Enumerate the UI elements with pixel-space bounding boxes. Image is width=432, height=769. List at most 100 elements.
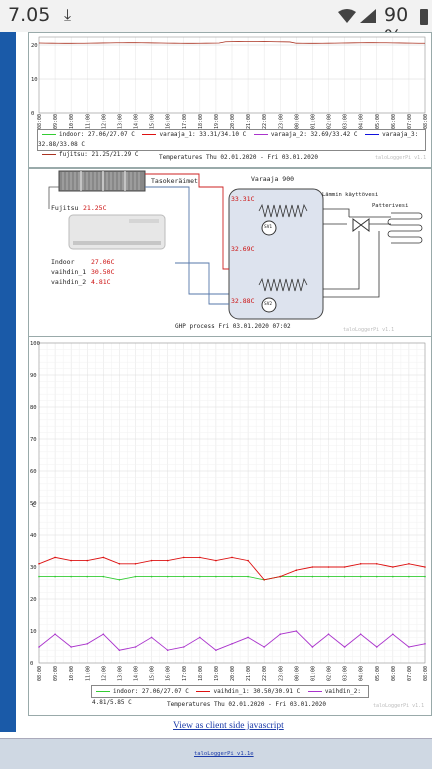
x-tick-label: 23:00 — [278, 114, 284, 129]
x-tick-label: 08:00 — [37, 666, 43, 681]
tank-mid-temp: 32.69C — [231, 245, 255, 253]
x-tick-label: 01:00 — [310, 114, 316, 129]
data-point — [134, 575, 137, 578]
x-tick-label: 21:00 — [246, 666, 252, 681]
data-point — [311, 575, 314, 578]
data-point — [102, 633, 105, 635]
legend-item: vaihdin_2: 4.81/5.85 C — [92, 688, 361, 706]
clock: 7.05 — [8, 4, 51, 26]
data-point — [86, 643, 89, 645]
x-tick-label: 05:00 — [375, 666, 381, 681]
x-tick-label: 21:00 — [246, 114, 252, 129]
x-tick-label: 11:00 — [85, 114, 91, 129]
data-point — [182, 646, 185, 648]
data-point — [54, 633, 56, 635]
data-point — [263, 579, 265, 581]
x-tick-label: 16:00 — [166, 114, 172, 129]
vaihdin2-label: vaihdin_2 — [51, 278, 87, 286]
data-point — [392, 566, 394, 568]
data-point — [54, 575, 56, 578]
x-tick-label: 04:00 — [359, 666, 365, 681]
x-tick-label: 23:00 — [278, 666, 284, 681]
x-tick-label: 19:00 — [214, 666, 220, 681]
x-tick-label: 17:00 — [182, 114, 188, 129]
fujitsu-value: 21.25C — [83, 204, 107, 212]
process-diagram-panel: Tasokeräimet Varaaja 900 Lämmin käyttöve… — [28, 168, 432, 338]
x-tick-label: 22:00 — [262, 666, 268, 681]
legend-swatch — [142, 133, 157, 136]
vaihdin1-label: vaihdin_1 — [51, 268, 87, 276]
tank-top-temp: 33.31C — [231, 195, 255, 203]
x-tick-label: 05:00 — [375, 114, 381, 129]
x-tick-label: 03:00 — [343, 666, 349, 681]
data-point — [70, 575, 72, 578]
x-tick-label: 08:00 — [37, 114, 43, 129]
legend-swatch — [365, 133, 380, 136]
vaihdin2-value: 4.81C — [91, 278, 111, 286]
x-tick-label: 06:00 — [391, 666, 397, 681]
data-point — [392, 575, 394, 578]
data-point — [359, 575, 362, 578]
legend-item: fujitsu: 21.25/21.29 C — [59, 151, 139, 158]
data-point — [343, 566, 346, 568]
data-point — [408, 575, 410, 578]
data-point — [375, 575, 378, 578]
x-tick-label: 19:00 — [214, 114, 220, 129]
legend-swatch — [42, 133, 56, 136]
y-tick-label: 90 — [30, 373, 37, 379]
data-point — [199, 575, 201, 578]
y-tick-label: 10 — [31, 77, 38, 83]
data-point — [279, 633, 282, 635]
data-point — [231, 575, 233, 578]
x-tick-label: 22:00 — [262, 114, 268, 129]
x-tick-label: 15:00 — [150, 114, 156, 129]
vaihdin1-value: 30.50C — [91, 268, 115, 276]
data-point — [231, 643, 233, 645]
data-point — [166, 559, 169, 562]
data-point — [38, 646, 40, 648]
client-side-js-link[interactable]: View as client side javascript — [173, 721, 284, 731]
data-point — [247, 559, 249, 562]
sv2-label: SV2 — [264, 302, 273, 307]
data-point — [134, 646, 137, 648]
x-tick-label: 20:00 — [230, 666, 236, 681]
download-icon: ⤓ — [64, 5, 72, 24]
x-tick-label: 11:00 — [85, 666, 91, 681]
x-tick-label: 07:00 — [407, 114, 413, 129]
watermark: taloLoggerPi v1.1 — [343, 327, 395, 333]
watermark: taloLoggerPi v1.1 — [373, 703, 425, 709]
data-point — [215, 575, 217, 578]
x-tick-label: 13:00 — [117, 114, 123, 129]
data-point — [166, 575, 169, 578]
tank-bottom-temp: 32.88C — [231, 297, 255, 305]
data-point — [343, 575, 346, 578]
data-point — [86, 559, 89, 562]
legend-item: varaaja_3: 32.88/33.08 C — [38, 131, 419, 148]
data-point — [424, 643, 426, 645]
chart-caption: Temperatures Thu 02.01.2020 - Fri 03.01.… — [159, 154, 318, 161]
data-point — [311, 646, 314, 648]
x-tick-label: 01:00 — [310, 666, 316, 681]
data-point — [424, 575, 426, 578]
legend-item: vaihdin_1: 30.50/30.91 C — [213, 688, 301, 695]
data-point — [295, 575, 298, 578]
y-tick-label: 50 — [30, 501, 37, 507]
legend-item: indoor: 27.06/27.07 C — [113, 688, 189, 695]
x-tick-label: 02:00 — [327, 666, 333, 681]
hot-water-label: Lämmin käyttövesi — [322, 192, 379, 198]
y-tick-label: 30 — [30, 565, 37, 571]
tank-title: Varaaja 900 — [251, 175, 295, 183]
x-tick-label: 08:00 — [423, 114, 429, 129]
bottom-chart-legend: indoor: 27.06/27.07 C vaihdin_1: 30.50/3… — [91, 685, 369, 706]
x-tick-label: 03:00 — [343, 114, 349, 129]
x-tick-label: 06:00 — [391, 114, 397, 129]
data-point — [118, 579, 121, 581]
footer-link[interactable]: taloLoggerPi v1.1e — [194, 751, 254, 757]
x-tick-label: 10:00 — [69, 114, 75, 129]
data-point — [182, 575, 185, 578]
data-point — [295, 630, 298, 632]
data-point — [54, 556, 56, 559]
data-point — [327, 575, 330, 578]
collectors-label: Tasokeräimet — [151, 177, 198, 185]
